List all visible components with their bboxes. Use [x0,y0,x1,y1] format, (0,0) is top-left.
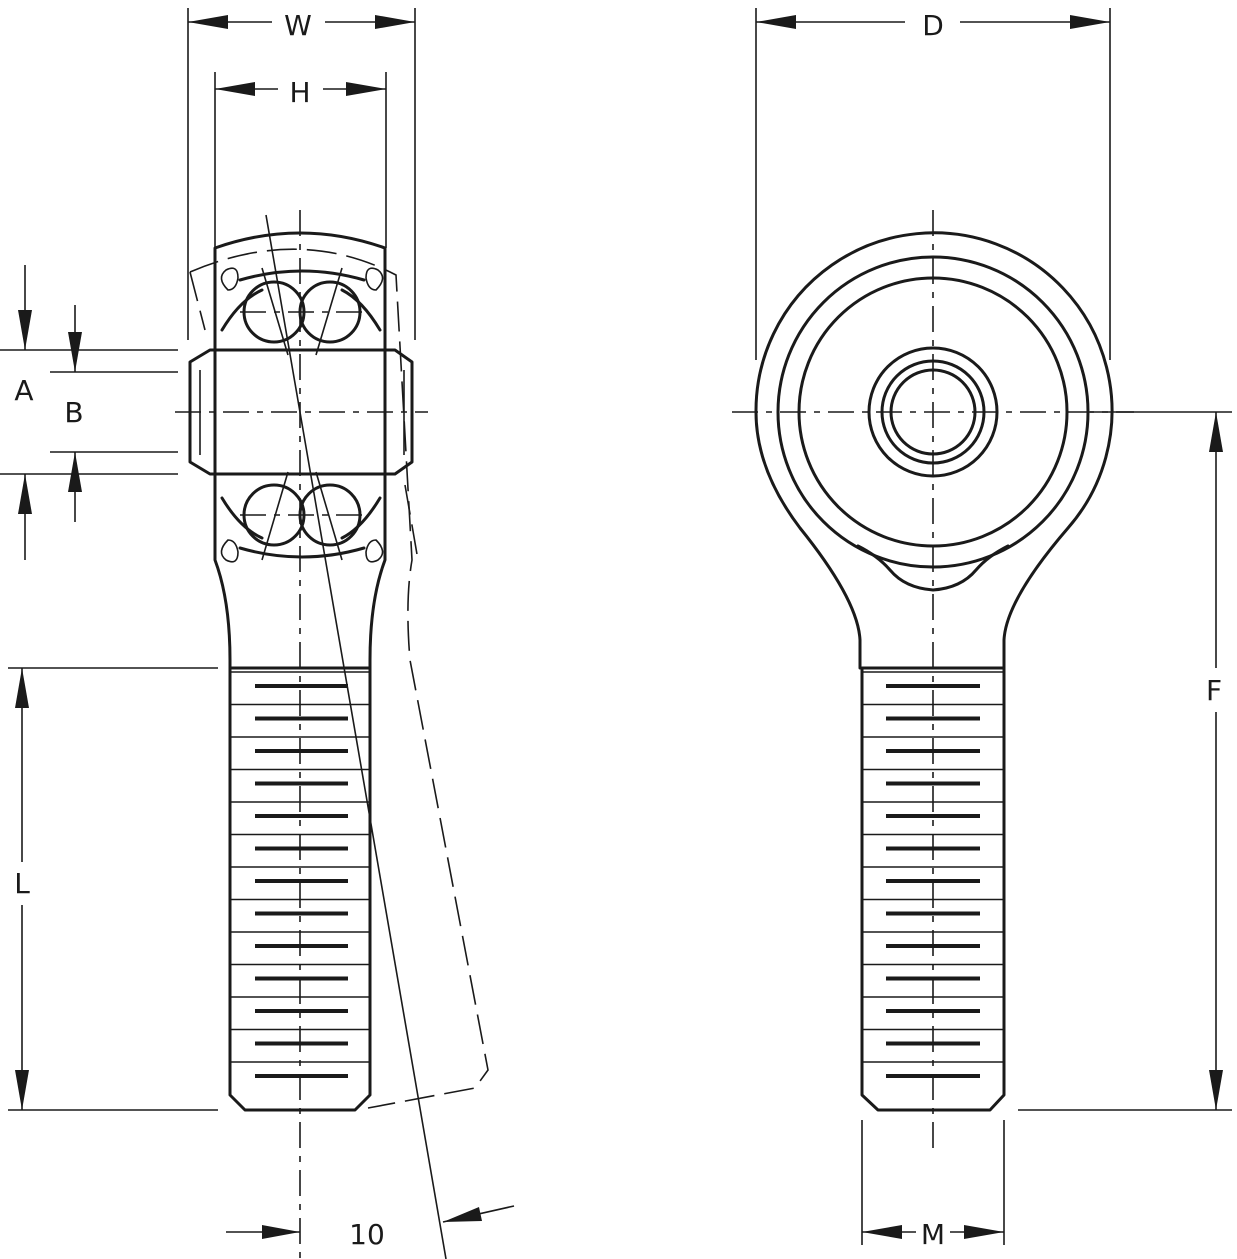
label-W: W [284,9,312,42]
label-M: M [921,1218,945,1251]
misaligned-phantom-outline [189,248,489,1109]
front-housing [754,231,1114,670]
front-dimensions: D F M [755,8,1232,1251]
front-view [732,210,1134,1150]
side-dimensions: W H A B L 10 [0,8,515,1251]
label-B: B [64,396,83,429]
side-view [175,210,489,1259]
front-shank [860,666,1006,1112]
label-F: F [1206,674,1222,707]
misalignment-axis [265,214,447,1259]
label-D: D [922,9,944,42]
label-A: A [14,374,33,407]
label-angle: 10 [349,1218,385,1251]
label-L: L [14,867,30,900]
side-housing [213,231,387,1112]
label-H: H [289,76,310,109]
